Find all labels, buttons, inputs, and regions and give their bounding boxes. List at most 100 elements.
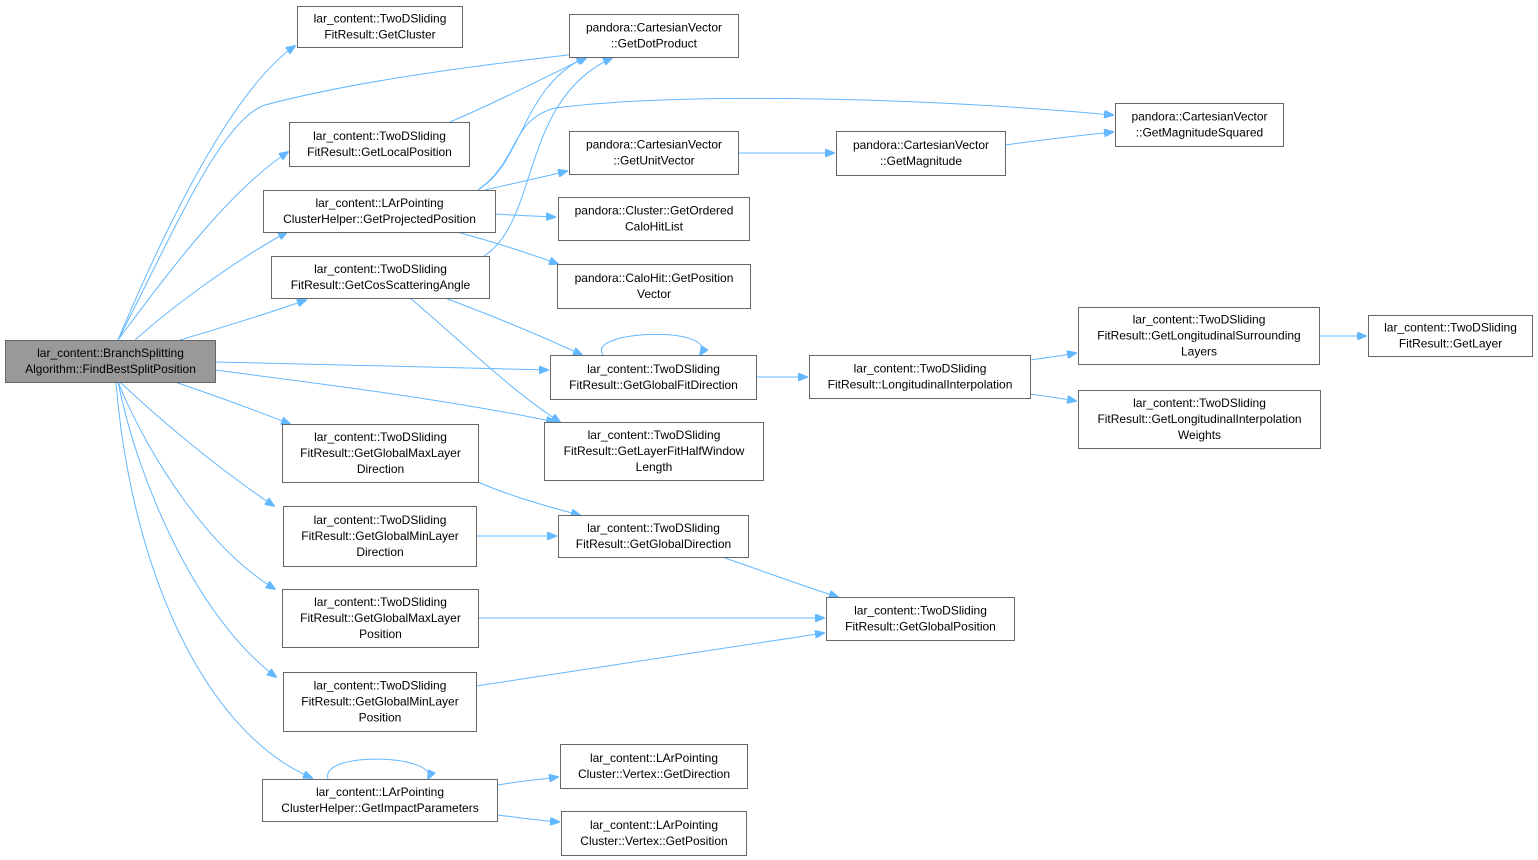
node-box <box>569 131 739 175</box>
node-box <box>1078 390 1321 449</box>
node-label-line: Direction <box>357 462 404 476</box>
node-box <box>826 597 1015 641</box>
node-label-line: pandora::CaloHit::GetPosition <box>575 271 734 285</box>
node-box <box>262 779 498 822</box>
edge-longitudinalInterpolation-to-getLongSurroundingLayers <box>1029 353 1076 361</box>
edge-getGlobalMinLayerPosition-to-getGlobalPosition <box>475 633 824 687</box>
edge-getProjectedPosition-to-getOrderedCaloHitList <box>494 214 555 217</box>
node-box <box>558 197 750 241</box>
node-getLayerFitHalfWindowLength[interactable]: lar_content::TwoDSlidingFitResult::GetLa… <box>544 422 764 481</box>
node-label-line: lar_content::TwoDSliding <box>587 362 720 376</box>
edge-root-to-getGlobalMinLayerDirection <box>119 381 274 506</box>
node-label-line: ::GetMagnitude <box>880 154 962 168</box>
edge-getProjectedPosition-to-getMagSquared <box>477 97 1113 191</box>
node-vertexGetPosition[interactable]: lar_content::LArPointingCluster::Vertex:… <box>561 811 747 856</box>
edges-layer <box>115 46 1366 822</box>
edge-getProjectedPosition-to-getDotProduct <box>477 57 585 191</box>
node-label-line: FitResult::GetCluster <box>324 28 435 42</box>
node-label-line: Vector <box>637 287 671 301</box>
node-getDotProduct[interactable]: pandora::CartesianVector::GetDotProduct <box>569 14 739 58</box>
node-box <box>836 131 1006 176</box>
node-label-line: FitResult::GetLayerFitHalfWindow <box>564 444 745 458</box>
node-label-line: pandora::CartesianVector <box>586 138 722 152</box>
node-label-line: FitResult::GetLayer <box>1399 337 1502 351</box>
edge-root-to-getImpactParameters <box>115 381 312 778</box>
nodes-layer: lar_content::BranchSplittingAlgorithm::F… <box>5 6 1533 856</box>
node-label-line: lar_content::BranchSplitting <box>37 346 184 360</box>
edge-getCosScatteringAngle-to-getGlobalFitDirection <box>444 297 582 355</box>
node-getImpactParameters[interactable]: lar_content::LArPointingClusterHelper::G… <box>262 779 498 822</box>
edge-root-to-getGlobalMaxLayerDirection <box>174 381 290 424</box>
node-getGlobalMaxLayerPosition[interactable]: lar_content::TwoDSlidingFitResult::GetGl… <box>282 589 479 648</box>
node-getCosScatteringAngle[interactable]: lar_content::TwoDSlidingFitResult::GetCo… <box>271 256 490 299</box>
node-label-line: Algorithm::FindBestSplitPosition <box>25 362 196 376</box>
node-label-line: ::GetUnitVector <box>613 154 694 168</box>
node-box <box>544 422 764 481</box>
node-getGlobalPosition[interactable]: lar_content::TwoDSlidingFitResult::GetGl… <box>826 597 1015 641</box>
node-label-line: lar_content::TwoDSliding <box>854 362 987 376</box>
node-label-line: lar_content::TwoDSliding <box>1133 396 1266 410</box>
node-root[interactable]: lar_content::BranchSplittingAlgorithm::F… <box>5 340 216 383</box>
node-label-line: lar_content::TwoDSliding <box>314 430 447 444</box>
node-box <box>283 506 477 567</box>
node-getGlobalDirection[interactable]: lar_content::TwoDSlidingFitResult::GetGl… <box>558 515 749 558</box>
node-box <box>282 424 479 483</box>
node-label-line: FitResult::GetGlobalPosition <box>845 620 996 634</box>
edge-getImpactParameters-to-vertexGetPosition <box>496 814 559 822</box>
node-longitudinalInterpolation[interactable]: lar_content::TwoDSlidingFitResult::Longi… <box>809 355 1031 399</box>
node-box <box>569 14 739 58</box>
edge-getGlobalDirection-to-getGlobalPosition <box>721 556 838 597</box>
node-label-line: ClusterHelper::GetImpactParameters <box>281 801 478 815</box>
node-label-line: CaloHitList <box>625 220 684 234</box>
node-label-line: pandora::CartesianVector <box>586 21 722 35</box>
node-getMagSquared[interactable]: pandora::CartesianVector::GetMagnitudeSq… <box>1115 103 1284 147</box>
edge-getCosScatteringAngle-to-getDotProduct <box>483 58 612 257</box>
node-getLongInterpWeights[interactable]: lar_content::TwoDSlidingFitResult::GetLo… <box>1078 390 1321 449</box>
edge-root-to-getGlobalMaxLayerPosition <box>117 381 275 589</box>
node-label-line: pandora::CartesianVector <box>853 138 989 152</box>
node-box <box>557 264 751 309</box>
edge-getMagnitude-to-getMagSquared <box>1004 132 1113 146</box>
node-getUnitVector[interactable]: pandora::CartesianVector::GetUnitVector <box>569 131 739 175</box>
node-getGlobalMinLayerPosition[interactable]: lar_content::TwoDSlidingFitResult::GetGl… <box>283 672 477 732</box>
edge-getGlobalMaxLayerDirection-to-getGlobalDirection <box>477 481 580 515</box>
node-getProjectedPosition[interactable]: lar_content::LArPointingClusterHelper::G… <box>263 190 496 233</box>
node-getGlobalMinLayerDirection[interactable]: lar_content::TwoDSlidingFitResult::GetGl… <box>283 506 477 567</box>
node-box <box>1368 315 1533 357</box>
node-box <box>282 589 479 648</box>
node-label-line: lar_content::LArPointing <box>590 818 718 832</box>
node-getLocalPosition[interactable]: lar_content::TwoDSlidingFitResult::GetLo… <box>289 122 470 167</box>
node-label-line: lar_content::TwoDSliding <box>588 428 721 442</box>
node-getLongSurroundingLayers[interactable]: lar_content::TwoDSlidingFitResult::GetLo… <box>1078 307 1320 365</box>
edge-root-to-getLocalPosition <box>117 152 288 341</box>
node-getGlobalFitDirection[interactable]: lar_content::TwoDSlidingFitResult::GetGl… <box>550 355 757 400</box>
edge-longitudinalInterpolation-to-getLongInterpWeights <box>1029 393 1076 401</box>
node-label-line: Position <box>359 627 402 641</box>
node-vertexGetDirection[interactable]: lar_content::LArPointingCluster::Vertex:… <box>560 744 748 789</box>
node-getGlobalMaxLayerDirection[interactable]: lar_content::TwoDSlidingFitResult::GetGl… <box>282 424 479 483</box>
edge-root-to-getGlobalMinLayerPosition <box>117 381 276 677</box>
node-label-line: ClusterHelper::GetProjectedPosition <box>283 212 476 226</box>
node-box <box>283 672 477 732</box>
node-getMagnitude[interactable]: pandora::CartesianVector::GetMagnitude <box>836 131 1006 176</box>
node-label-line: lar_content::LArPointing <box>315 196 443 210</box>
node-label-line: ::GetMagnitudeSquared <box>1136 126 1263 140</box>
node-getLayer[interactable]: lar_content::TwoDSlidingFitResult::GetLa… <box>1368 315 1533 357</box>
node-label-line: Cluster::Vertex::GetPosition <box>580 834 727 848</box>
node-box <box>561 811 747 856</box>
node-label-line: FitResult::GetLocalPosition <box>307 145 452 159</box>
node-label-line: FitResult::GetLongitudinalInterpolation <box>1097 412 1301 426</box>
edge-getImpactParameters-to-getImpactParameters <box>327 758 429 779</box>
node-label-line: lar_content::TwoDSliding <box>314 679 447 693</box>
node-box <box>289 122 470 167</box>
node-box <box>5 340 216 383</box>
node-getCluster[interactable]: lar_content::TwoDSlidingFitResult::GetCl… <box>297 6 463 48</box>
edge-getCosScatteringAngle-to-getLayerFitHalfWindowLength <box>409 297 560 422</box>
node-box <box>271 256 490 299</box>
node-label-line: pandora::CartesianVector <box>1131 110 1267 124</box>
node-label-line: lar_content::TwoDSliding <box>1384 321 1517 335</box>
edge-root-to-getGlobalFitDirection <box>214 361 548 370</box>
node-label-line: lar_content::TwoDSliding <box>314 12 447 26</box>
